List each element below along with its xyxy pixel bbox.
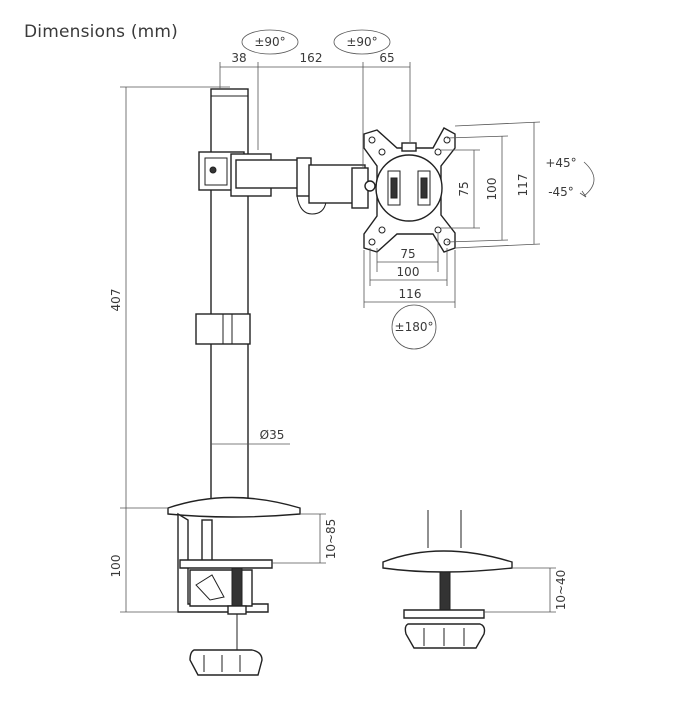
arm-tilt-knob bbox=[364, 180, 376, 192]
clamp-base bbox=[167, 496, 301, 676]
rotation-arrow-icon bbox=[333, 29, 391, 55]
label-arm-segment-2: 162 bbox=[300, 51, 323, 65]
grommet-knob bbox=[404, 623, 486, 649]
label-plate-width: 116 bbox=[399, 287, 422, 301]
grommet-base bbox=[382, 510, 513, 649]
arm-segment-1 bbox=[235, 159, 307, 189]
tilt-arrow-icon bbox=[583, 161, 595, 197]
label-tilt-down: -45° bbox=[548, 185, 574, 199]
label-rotation: ±180° bbox=[395, 320, 434, 334]
label-tilt-up: +45° bbox=[545, 156, 576, 170]
label-grommet-range: 10~40 bbox=[554, 570, 568, 611]
grommet-screw bbox=[439, 571, 451, 611]
label-plate-height: 117 bbox=[516, 174, 530, 197]
label-vesa-h-75: 75 bbox=[400, 247, 415, 261]
labels: ±90° ±90° 38 162 65 +45° -45° 75 100 117… bbox=[109, 35, 577, 610]
label-vesa-h-100: 100 bbox=[397, 265, 420, 279]
label-pole-diameter: Ø35 bbox=[260, 428, 285, 442]
label-arm-segment-1: 38 bbox=[231, 51, 246, 65]
clamp-desk-plate bbox=[167, 496, 301, 518]
vesa-center-disc bbox=[375, 154, 443, 222]
rotation-arrow-icon bbox=[241, 29, 299, 55]
grommet-desk-plate bbox=[382, 550, 513, 573]
pole-body bbox=[210, 88, 249, 500]
label-arm-joint-2: ±90° bbox=[346, 35, 377, 49]
rotation-symbols bbox=[241, 29, 595, 350]
dimension-lines bbox=[120, 62, 556, 613]
label-clamp-range: 10~85 bbox=[324, 519, 338, 560]
pole bbox=[195, 88, 251, 500]
arm bbox=[198, 151, 376, 215]
label-pole-height: 407 bbox=[109, 289, 123, 312]
label-vesa-v-100: 100 bbox=[485, 178, 499, 201]
label-vesa-v-75: 75 bbox=[457, 181, 471, 196]
vesa-plate bbox=[363, 127, 456, 253]
label-arm-joint-1: ±90° bbox=[254, 35, 285, 49]
arm-hook bbox=[296, 195, 327, 215]
label-clamp-height: 100 bbox=[109, 555, 123, 578]
rotation-circle-icon bbox=[391, 304, 437, 350]
label-arm-segment-3: 65 bbox=[379, 51, 394, 65]
clamp-knob bbox=[189, 649, 263, 676]
diagram-title: Dimensions (mm) bbox=[24, 22, 179, 42]
clamp-screw bbox=[231, 567, 243, 609]
